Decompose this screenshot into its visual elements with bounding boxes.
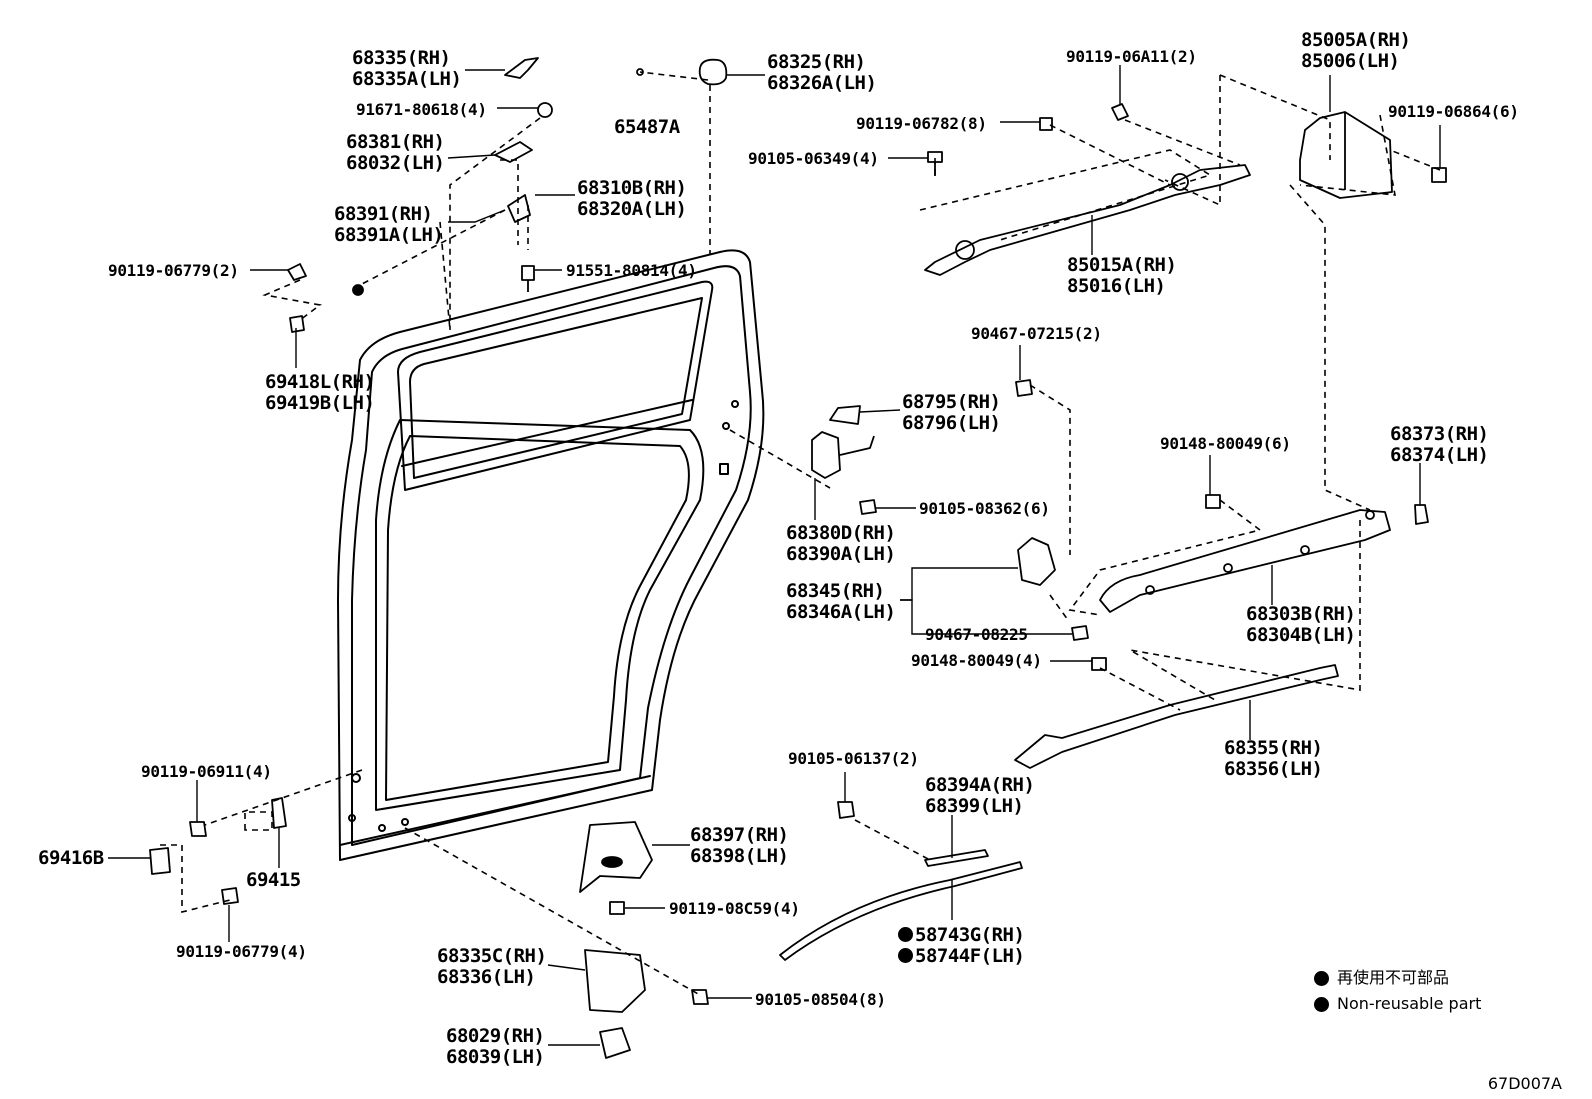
inner-opening [375, 419, 705, 811]
rail-85015 [924, 164, 1251, 276]
label-90119-06A11: 90119-06A11(2) [1066, 47, 1197, 66]
label-69415: 69415 [246, 869, 301, 891]
non-reusable-marker [898, 927, 913, 942]
part-68795 [829, 405, 861, 425]
molding-58743 [779, 861, 1023, 961]
bracket-68345 [1017, 537, 1056, 586]
label-90119-06911: 90119-06911(4) [141, 762, 272, 781]
label-68335: 68335(RH)68335A(LH) [352, 47, 462, 90]
bolt-90148-4 [1091, 657, 1107, 671]
bolt-90105-06349 [927, 151, 943, 176]
bolt-90105-08504 [691, 989, 709, 1005]
bolt-90105-06137 [837, 801, 855, 819]
legend: 再使用不可部品 Non-reusable part [1314, 965, 1481, 1017]
door-panel-outline [337, 249, 765, 861]
label-68335C: 68335C(RH)68336(LH) [437, 945, 547, 988]
label-68397: 68397(RH)68398(LH) [690, 824, 789, 867]
legend-dot-icon [1314, 970, 1329, 986]
label-90119-06782: 90119-06782(8) [856, 114, 987, 133]
label-90105-06137: 90105-06137(2) [788, 749, 919, 768]
legend-dot-icon [1314, 996, 1329, 1012]
rail-68303 [1099, 509, 1391, 613]
label-90105-08504: 90105-08504(8) [755, 990, 886, 1009]
clip-69418 [289, 315, 305, 333]
bolt-90105-08362 [859, 499, 877, 515]
label-90119-08C59: 90119-08C59(4) [669, 899, 800, 918]
label-90467-08225: 90467-08225 [925, 625, 1028, 644]
label-69418: 69418L(RH)69419B(LH) [265, 371, 375, 414]
label-68325: 68325(RH)68326A(LH) [767, 51, 877, 94]
label-85015: 85015A(RH)85016(LH) [1067, 254, 1177, 297]
label-68381: 68381(RH)68032(LH) [346, 131, 445, 174]
diagram-code: 67D007A [1487, 1074, 1562, 1093]
bolt-90467-07215 [1015, 379, 1033, 397]
label-91551: 91551-80814(4) [566, 261, 697, 280]
label-68380: 68380D(RH)68390A(LH) [786, 522, 896, 565]
cap-68325 [698, 58, 728, 86]
label-90105-06349: 90105-06349(4) [748, 149, 879, 168]
label-68303: 68303B(RH)68304B(LH) [1246, 603, 1356, 646]
label-68029: 68029(RH)68039(LH) [446, 1025, 545, 1068]
plate-69416 [149, 847, 171, 875]
non-reusable-marker [898, 948, 913, 963]
cover-68397 [579, 821, 653, 893]
label-91671: 91671-80618(4) [356, 100, 487, 119]
label-90119-06864: 90119-06864(6) [1388, 102, 1519, 121]
label-68795: 68795(RH)68796(LH) [902, 391, 1001, 434]
label-68355: 68355(RH)68356(LH) [1224, 737, 1323, 780]
label-68345: 68345(RH)68346A(LH) [786, 580, 896, 623]
clip-90119-06779-4 [221, 887, 239, 905]
striker-69415 [271, 797, 287, 829]
rail-68355 [1014, 664, 1339, 769]
bracket-68335C [584, 949, 646, 1013]
legend-en: Non-reusable part [1337, 994, 1482, 1013]
label-68394: 68394A(RH)68399(LH) [925, 774, 1035, 817]
bolt-90119-06864 [1431, 167, 1447, 183]
part-68335 [504, 57, 539, 79]
bolt-91671 [537, 102, 553, 118]
label-90148-80049-4: 90148-80049(4) [911, 651, 1042, 670]
label-68391: 68391(RH)68391A(LH) [334, 203, 444, 246]
legend-jp: 再使用不可部品 [1337, 968, 1450, 987]
label-65487A: 65487A [614, 116, 680, 138]
bolt-90148-6 [1205, 494, 1221, 509]
window-frame-inner [409, 297, 703, 479]
hinge-68380 [811, 431, 875, 479]
label-90467-07215: 90467-07215(2) [971, 324, 1102, 343]
bolt-90119-06A11 [1111, 103, 1129, 121]
label-85005: 85005A(RH)85006(LH) [1301, 29, 1411, 72]
clip-68373 [1414, 504, 1429, 525]
plug-65487A [636, 68, 644, 76]
clip-90119-06779 [287, 263, 307, 281]
label-90148-80049-6: 90148-80049(6) [1160, 434, 1291, 453]
label-90105-08362: 90105-08362(6) [919, 499, 1050, 518]
door-panel-inner [351, 265, 752, 846]
part-68381 [494, 141, 533, 163]
bolt-91551 [521, 265, 535, 292]
label-90119-06779-4: 90119-06779(4) [176, 942, 307, 961]
plate-68394 [924, 849, 989, 867]
part-68310 [507, 194, 531, 223]
motor-85005 [1299, 111, 1393, 199]
label-68373: 68373(RH)68374(LH) [1390, 423, 1489, 466]
label-90119-06779-2: 90119-06779(2) [108, 261, 239, 280]
label-58743: 58743G(RH) 58744F(LH) [898, 925, 1025, 967]
window-frame [397, 280, 714, 491]
bolt-90119-06782 [1039, 117, 1053, 131]
bolt-90119-08C59 [609, 901, 625, 915]
bolt-90119-06911 [189, 821, 207, 837]
label-69416B: 69416B [38, 847, 104, 869]
nut-90467-08225 [1071, 625, 1089, 641]
nut-68391 [352, 284, 364, 296]
label-68310: 68310B(RH)68320A(LH) [577, 177, 687, 220]
part-68029 [599, 1027, 631, 1059]
